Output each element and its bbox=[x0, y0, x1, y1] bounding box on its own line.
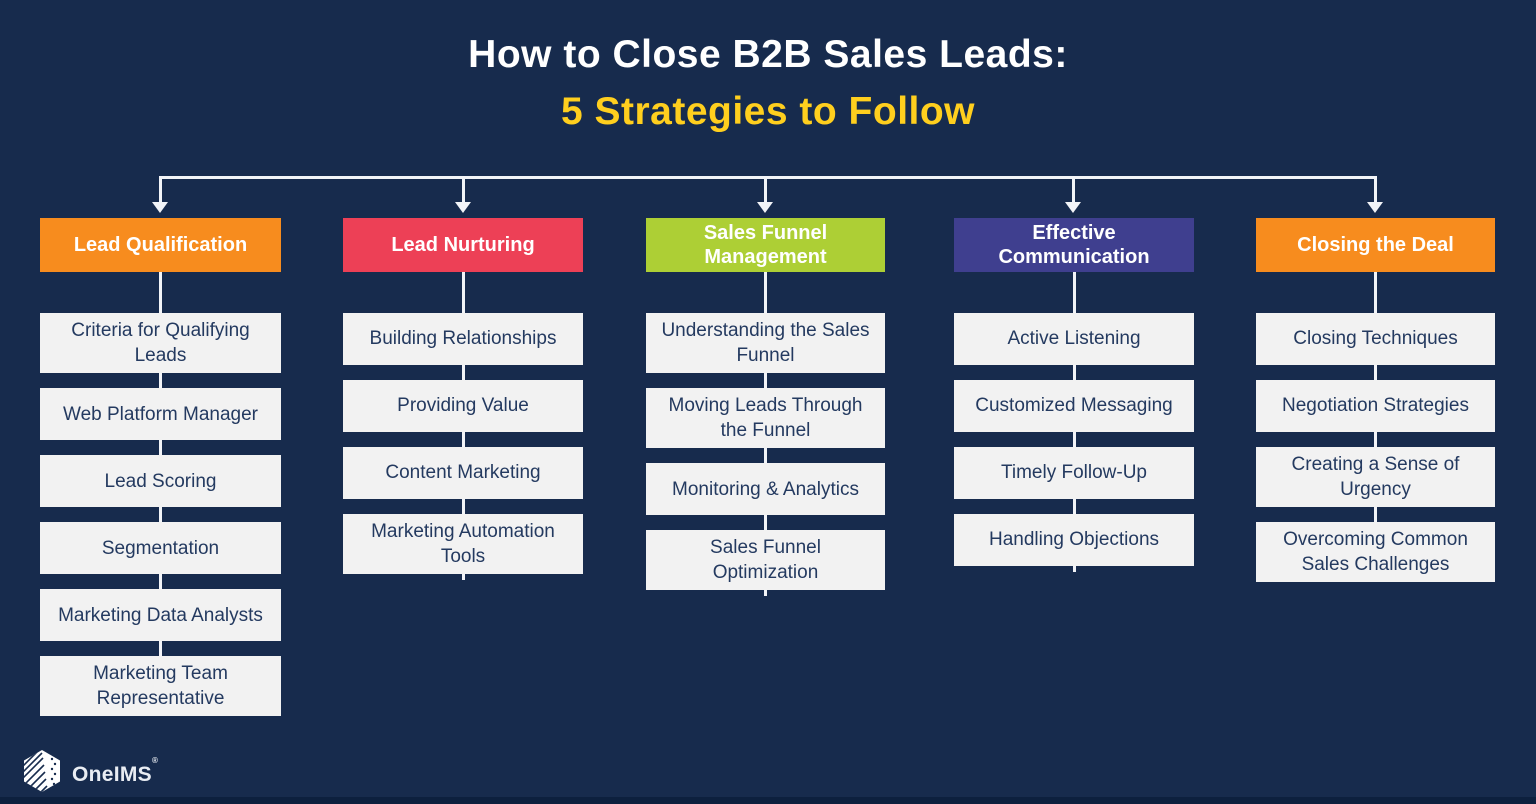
column-header-lead-nurturing: Lead Nurturing bbox=[343, 218, 583, 272]
column-lead-qualification: Lead Qualification Criteria for Qualifyi… bbox=[40, 218, 281, 717]
flow-item: Web Platform Manager bbox=[40, 373, 281, 441]
flow-item: Monitoring & Analytics bbox=[646, 448, 885, 516]
flow-item: Moving Leads Through the Funnel bbox=[646, 373, 885, 449]
arrow-down-icon bbox=[1065, 202, 1081, 213]
flow-item: Segmentation bbox=[40, 507, 281, 575]
flow-item: Creating a Sense of Urgency bbox=[1256, 431, 1495, 508]
flow-item: Handling Objections bbox=[954, 499, 1194, 572]
flow-item: Negotiation Strategies bbox=[1256, 365, 1495, 432]
column-header-effective-communication: Effective Communication bbox=[954, 218, 1194, 272]
flow-item: Timely Follow-Up bbox=[954, 432, 1194, 499]
flow-item: Marketing Automation Tools bbox=[343, 498, 583, 581]
flow-item: Providing Value bbox=[343, 365, 583, 432]
flow-item: Sales Funnel Optimization bbox=[646, 515, 885, 597]
page-subtitle: 5 Strategies to Follow bbox=[560, 90, 976, 133]
column-header-lead-qualification: Lead Qualification bbox=[40, 218, 281, 272]
connector-vertical-line bbox=[1071, 176, 1075, 203]
oneims-logo-icon bbox=[24, 750, 60, 792]
page-title: How to Close B2B Sales Leads: bbox=[468, 33, 1068, 76]
column-header-sales-funnel-management: Sales Funnel Management bbox=[646, 218, 885, 272]
connector-vertical-line bbox=[158, 176, 162, 203]
connector-vertical-line bbox=[1373, 176, 1377, 203]
flow-item: Content Marketing bbox=[343, 432, 583, 499]
arrow-down-icon bbox=[1367, 202, 1383, 213]
column-sales-funnel-management: Sales Funnel Management Understanding th… bbox=[646, 218, 885, 597]
flow-item: Marketing Team Representative bbox=[40, 641, 281, 717]
flow-item: Lead Scoring bbox=[40, 440, 281, 508]
flow-item: Marketing Data Analysts bbox=[40, 574, 281, 642]
bottom-edge-strip bbox=[0, 797, 1536, 804]
connector-vertical-line bbox=[763, 176, 767, 203]
flow-item: Building Relationships bbox=[343, 272, 583, 365]
arrow-down-icon bbox=[152, 202, 168, 213]
arrow-down-icon bbox=[455, 202, 471, 213]
flow-item: Understanding the Sales Funnel bbox=[646, 271, 885, 374]
footer-logo: OneIMS® bbox=[22, 749, 158, 793]
column-header-closing-the-deal: Closing the Deal bbox=[1256, 218, 1495, 272]
registered-mark: ® bbox=[151, 755, 159, 765]
oneims-logo-text: OneIMS® bbox=[72, 755, 159, 786]
connector-horizontal-line bbox=[159, 176, 1377, 179]
flow-item: Active Listening bbox=[954, 272, 1194, 365]
column-effective-communication: Effective Communication Active Listening… bbox=[954, 218, 1194, 572]
flow-item: Closing Techniques bbox=[1256, 272, 1495, 365]
flow-item: Customized Messaging bbox=[954, 365, 1194, 432]
arrow-down-icon bbox=[757, 202, 773, 213]
flow-item: Overcoming Common Sales Challenges bbox=[1256, 507, 1495, 583]
flow-item: Criteria for Qualifying Leads bbox=[40, 271, 281, 374]
connector-vertical-line bbox=[461, 176, 465, 203]
